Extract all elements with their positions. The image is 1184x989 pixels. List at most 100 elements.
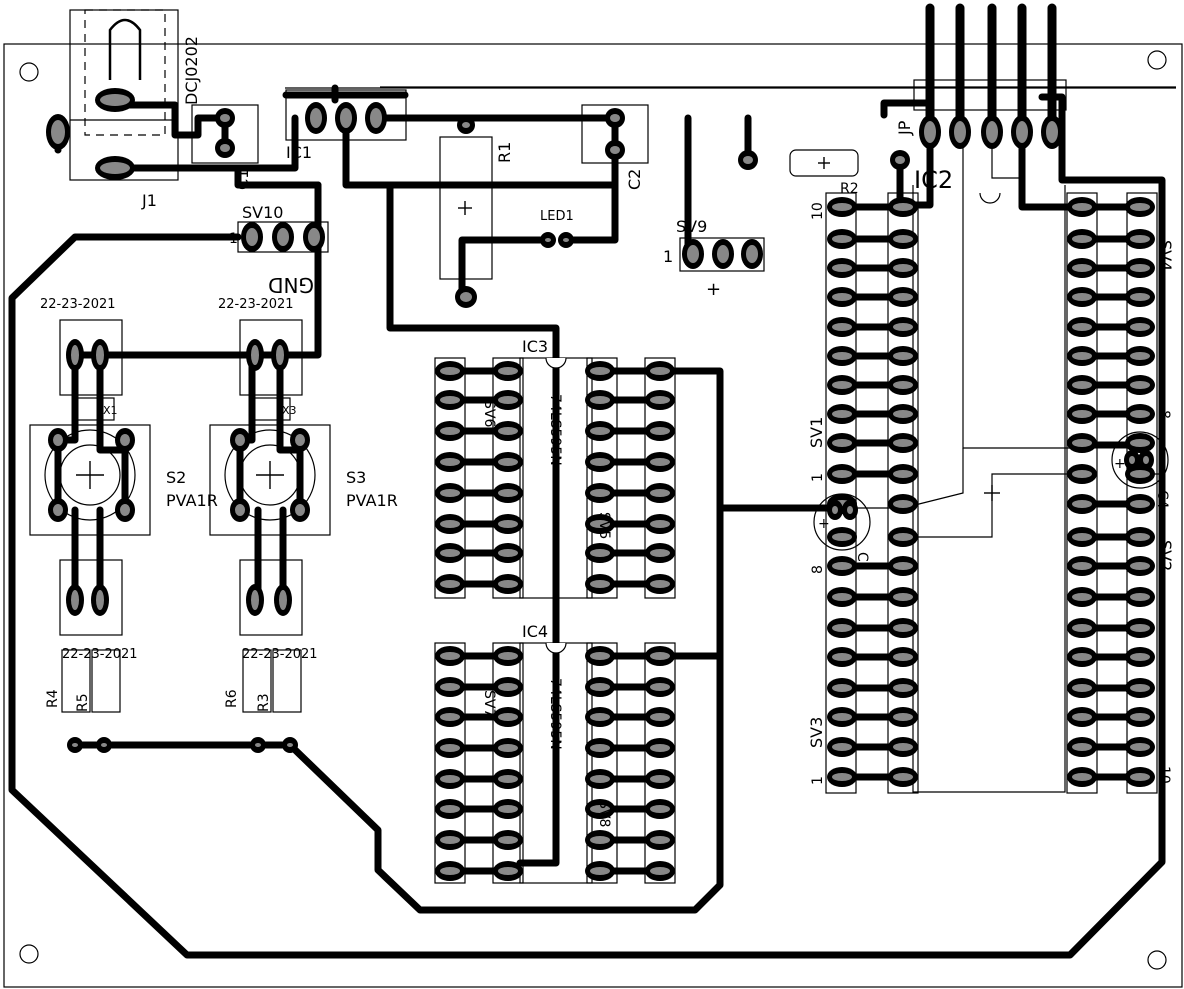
sv3-label: SV3: [807, 717, 826, 748]
sv8-label: SV8: [596, 800, 612, 827]
pad-core: [832, 381, 852, 389]
sv5-label: SV5: [596, 512, 612, 539]
pad-core: [235, 504, 245, 516]
ic4-label: IC4: [522, 622, 548, 641]
pad-core: [440, 427, 460, 435]
pad-core: [498, 396, 518, 404]
sv6-label: SV6: [481, 400, 497, 427]
j1-label: J1: [141, 191, 157, 210]
ic2-label: IC2: [914, 166, 953, 194]
pad-core: [650, 367, 670, 375]
pad-core: [1130, 203, 1150, 211]
pad-core: [498, 775, 518, 783]
pad-core: [1072, 352, 1092, 360]
plus-marks: [76, 157, 1000, 501]
pad-core: [832, 593, 852, 601]
pad-core: [590, 867, 610, 875]
pad-core: [1130, 235, 1150, 243]
pad-core: [590, 549, 610, 557]
jp-pins: [925, 3, 1057, 130]
labels: DCJ0202 J1 IC1 R1 C1 C2 LED1 SV9 1 + R2 …: [40, 36, 1175, 827]
pad-core: [1130, 713, 1150, 721]
pad-core: [590, 775, 610, 783]
pad-core: [255, 743, 261, 747]
pad-core: [924, 121, 936, 143]
pad-core: [440, 805, 460, 813]
pad-core: [986, 121, 998, 143]
pad-core: [717, 245, 729, 263]
pad-core: [590, 652, 610, 660]
pad-core: [72, 743, 78, 747]
sv-r8-label: 8: [1156, 410, 1172, 419]
pad-core: [545, 238, 551, 242]
pad-core: [440, 683, 460, 691]
pad-core: [498, 549, 518, 557]
pad-core: [832, 506, 838, 514]
pad-core: [590, 683, 610, 691]
sv-r10-label: 10: [1156, 766, 1172, 784]
pad-core: [1072, 653, 1092, 661]
pad-core: [71, 590, 79, 610]
pad-core: [832, 352, 852, 360]
led1-label: LED1: [540, 209, 574, 224]
pad-core: [650, 520, 670, 528]
pad-core: [498, 805, 518, 813]
pad-core: [893, 624, 913, 632]
pad-core: [1130, 684, 1150, 692]
pad-core: [440, 396, 460, 404]
pad-core: [610, 146, 620, 154]
pad-core: [277, 228, 289, 246]
pad-core: [370, 108, 382, 128]
pad-core: [590, 520, 610, 528]
pad-core: [498, 427, 518, 435]
pad-core: [650, 713, 670, 721]
pad-core: [650, 683, 670, 691]
pad-core: [832, 562, 852, 570]
pad-core: [1072, 773, 1092, 781]
s3-part-label: PVA1R: [346, 491, 398, 510]
pad-core: [251, 345, 259, 365]
pad-core: [1072, 562, 1092, 570]
pad-core: [498, 652, 518, 660]
ic3-label: IC3: [522, 337, 548, 356]
pad-core: [893, 264, 913, 272]
pad-core: [893, 203, 913, 211]
pad-core: [590, 836, 610, 844]
pad-core: [440, 549, 460, 557]
pad-core: [1130, 773, 1150, 781]
pad-core: [1046, 121, 1058, 143]
pad-core: [1130, 653, 1150, 661]
pad-core: [893, 470, 913, 478]
pad-core: [498, 836, 518, 844]
sv1-n1-label: 1: [810, 473, 826, 482]
date-tl-label: 22-23-2021: [40, 297, 116, 312]
pad-core: [1143, 456, 1149, 464]
pad-core: [650, 836, 670, 844]
pad-core: [279, 590, 287, 610]
pad-core: [246, 228, 258, 246]
pad-core: [498, 520, 518, 528]
s2-label: S2: [166, 468, 186, 487]
pad-core: [893, 235, 913, 243]
pad-core: [1130, 264, 1150, 272]
pad-core: [687, 245, 699, 263]
pad-core: [498, 367, 518, 375]
pad-core: [498, 458, 518, 466]
pad-core: [893, 533, 913, 541]
c3-label: C3: [854, 552, 870, 571]
pad-core: [650, 580, 670, 588]
ic1-label: IC1: [286, 143, 312, 162]
pad-core: [440, 836, 460, 844]
pad-core: [590, 805, 610, 813]
pad-core: [1072, 410, 1092, 418]
pad-core: [53, 434, 63, 446]
pad-core: [650, 652, 670, 660]
pad-core: [650, 489, 670, 497]
pad-core: [832, 410, 852, 418]
pad-core: [440, 867, 460, 875]
pad-core: [650, 805, 670, 813]
pad-core: [832, 533, 852, 541]
pad-core: [220, 114, 230, 122]
pad-core: [498, 580, 518, 588]
